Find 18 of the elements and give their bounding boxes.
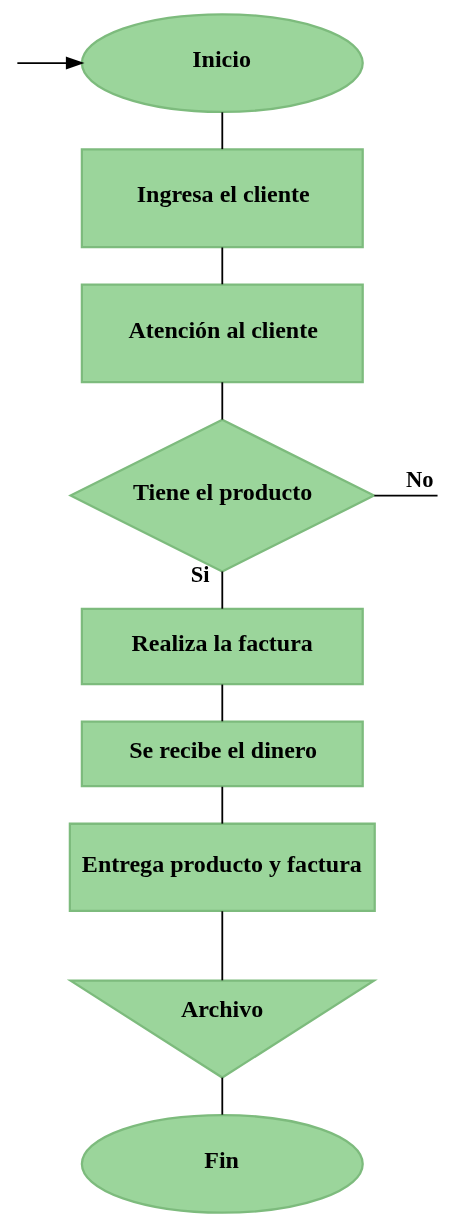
node-box: Realiza la factura (80, 607, 364, 686)
node-box: Entrega producto y factura (68, 822, 376, 912)
connector (221, 570, 224, 610)
node-box: Atención al cliente (80, 283, 364, 384)
node-box: Se recibe el dinero (80, 720, 364, 788)
connector (373, 494, 439, 497)
connector (221, 683, 224, 723)
arrow (16, 56, 85, 70)
connector (221, 381, 224, 421)
connector (221, 1076, 224, 1116)
node-ellipse: Fin (80, 1113, 364, 1214)
connector (221, 246, 224, 286)
connector (221, 910, 224, 982)
edge-label: No (405, 466, 434, 492)
connector (221, 785, 224, 825)
node-box: Ingresa el cliente (80, 148, 364, 249)
connector (221, 111, 224, 150)
node-ellipse: Inicio (80, 13, 364, 114)
